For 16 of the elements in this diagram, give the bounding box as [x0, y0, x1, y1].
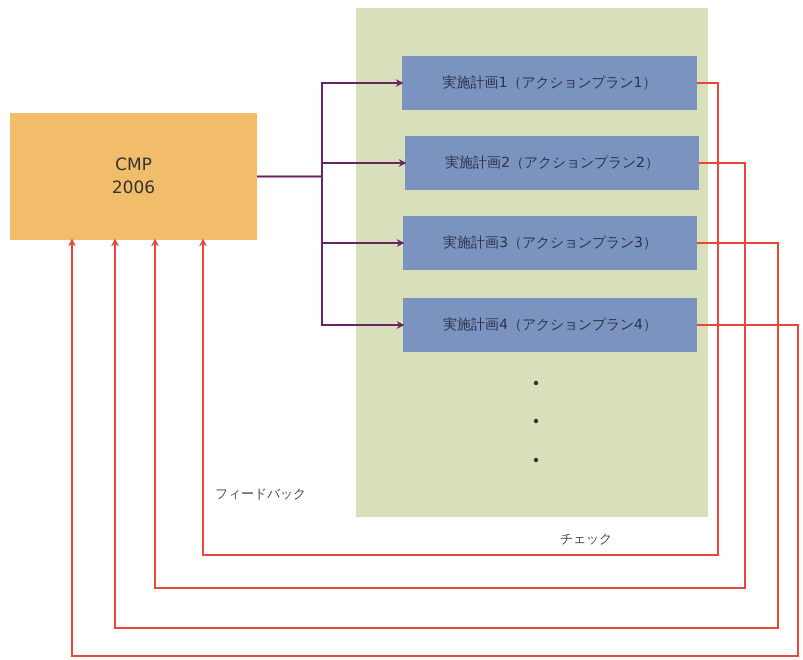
- process-box: [10, 113, 257, 240]
- annotation-label: チェック: [560, 531, 612, 548]
- node-label: 実施計画4（アクションプラン4）: [442, 316, 658, 334]
- node-label: 実施計画3（アクションプラン3）: [442, 234, 658, 252]
- arrow: [151, 162, 746, 589]
- action-plan-box: [402, 56, 697, 110]
- action-plan-box: [403, 298, 697, 352]
- panel-background: [356, 8, 708, 517]
- arrow: [257, 176, 405, 329]
- annotation-label: フィードバック: [215, 486, 306, 503]
- action-plan-box: [403, 216, 697, 270]
- node-label: 実施計画1（アクションプラン1）: [442, 74, 658, 92]
- node-label: CMP 2006: [110, 154, 156, 199]
- node-label: 実施計画2（アクションプラン2）: [444, 154, 660, 172]
- arrow: [199, 82, 719, 556]
- action-plan-box: [405, 136, 699, 190]
